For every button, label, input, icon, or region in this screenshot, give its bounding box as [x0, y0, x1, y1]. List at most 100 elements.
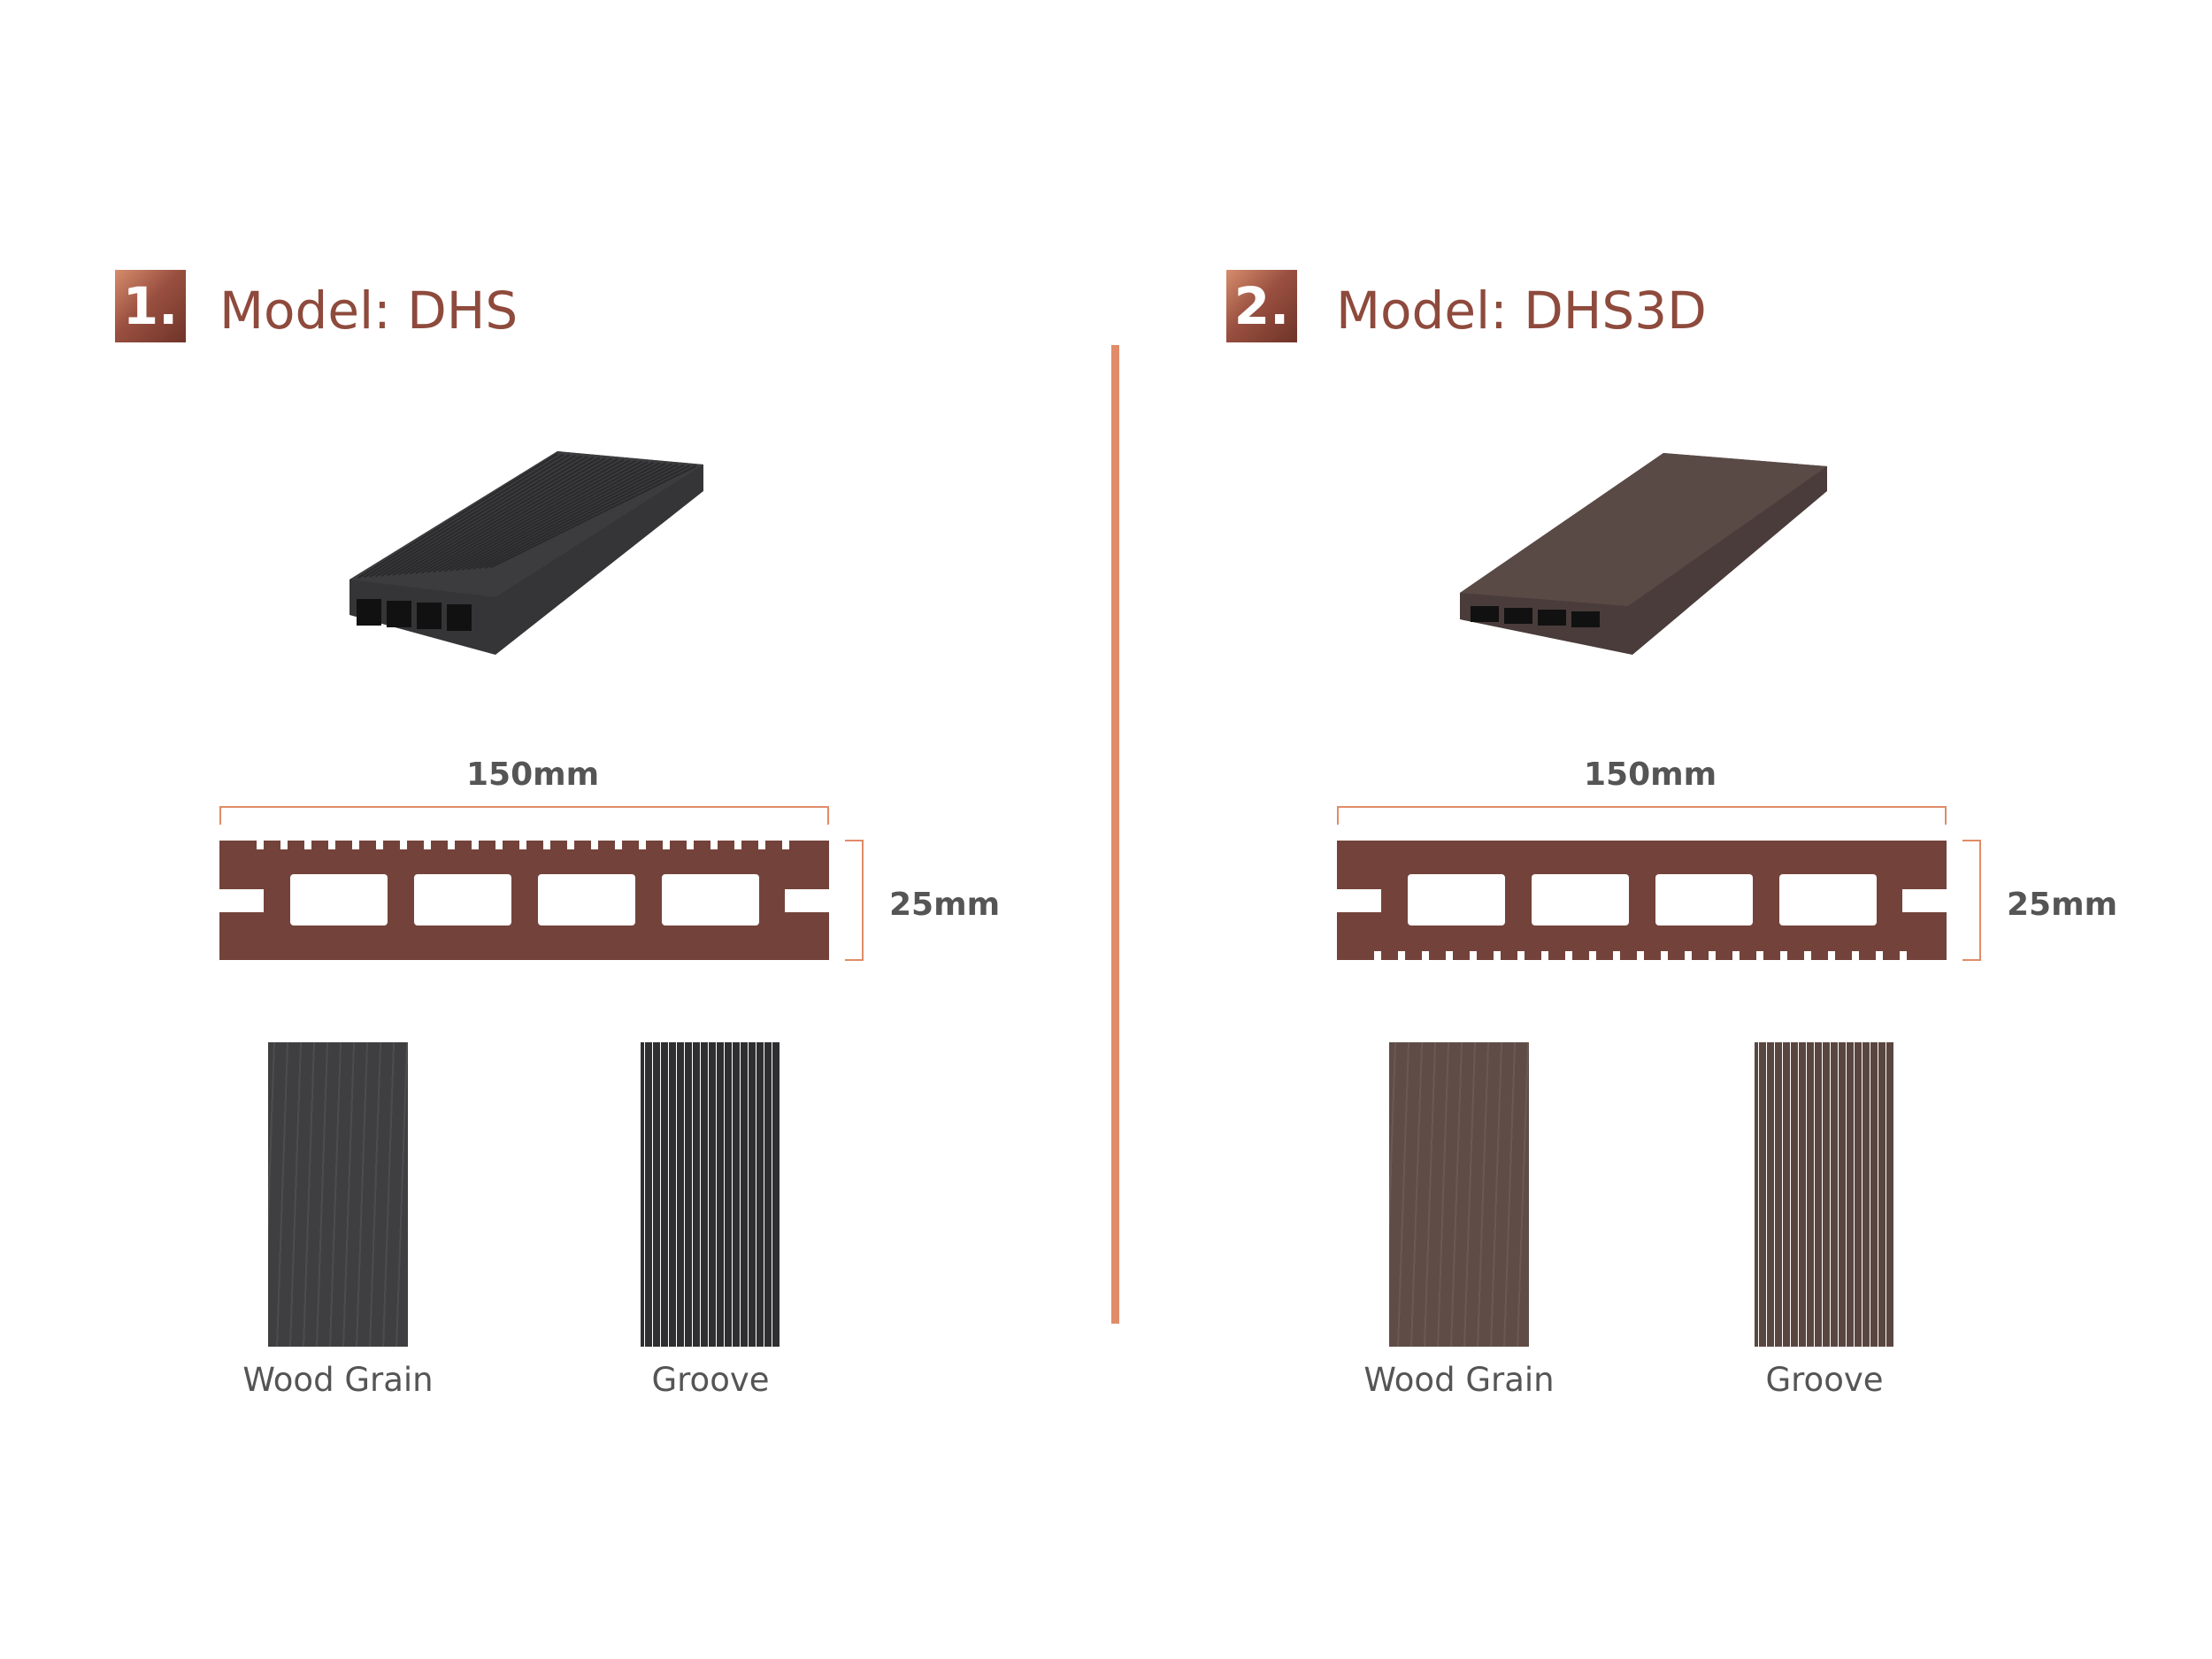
board-ridge [421, 458, 625, 574]
board-ridge [472, 464, 679, 570]
groove-tooth [1709, 951, 1716, 960]
finish-label: Groove [1765, 1361, 1884, 1399]
board-ridge [433, 459, 636, 573]
groove-tooth [424, 841, 431, 849]
groove-tooth [663, 841, 670, 849]
board-product-image [1460, 453, 1827, 655]
width-bracket [1337, 806, 1947, 825]
wood-grain-swatch [268, 1042, 408, 1347]
board-ridge [426, 459, 631, 573]
groove-tooth [1374, 951, 1381, 960]
groove-tooth [567, 841, 574, 849]
board-ridge [456, 462, 661, 572]
groove-tooth [1756, 951, 1763, 960]
groove-tooth [639, 841, 646, 849]
board-product-image [349, 451, 703, 655]
groove-tooth [615, 841, 622, 849]
side-notch [219, 889, 264, 912]
groove-tooth [1541, 951, 1548, 960]
board-ridge [369, 454, 571, 578]
hollow-chamber [1408, 874, 1505, 926]
groove-tooth [1422, 951, 1429, 960]
width-dimension-label: 150mm [466, 757, 600, 793]
hollow-chamber [1655, 874, 1753, 926]
groove-tooth [1780, 951, 1787, 960]
board-ridge [386, 456, 588, 577]
side-notch [1902, 889, 1947, 912]
groove-tooth [1637, 951, 1644, 960]
groove-tooth [1398, 951, 1405, 960]
board-ridge [484, 465, 691, 569]
groove-tooth [495, 841, 503, 849]
groove-tooth [543, 841, 550, 849]
board-ridge [403, 457, 606, 575]
board-ridge [380, 455, 582, 577]
groove-tooth [519, 841, 526, 849]
board-ridge [397, 457, 601, 576]
board-ridge [363, 453, 565, 579]
height-dimension-label: 25mm [889, 887, 1001, 923]
finish-label: Groove [651, 1361, 770, 1399]
hollow-chamber [1779, 874, 1877, 926]
board-ridge [357, 453, 558, 579]
hollow-chamber [290, 874, 388, 926]
groove-tooth [1876, 951, 1883, 960]
height-dimension-label: 25mm [2007, 887, 2118, 923]
groove-tooth [352, 841, 359, 849]
groove-swatch [1755, 1042, 1894, 1347]
groove-tooth [1470, 951, 1477, 960]
groove-tooth [782, 841, 789, 849]
board-ridge [374, 454, 576, 578]
side-notch [785, 889, 829, 912]
groove-tooth [687, 841, 694, 849]
board-ridge [461, 462, 666, 571]
groove-tooth [1613, 951, 1620, 960]
groove-tooth [1804, 951, 1811, 960]
board-ridge [479, 464, 685, 570]
groove-tooth [1852, 951, 1859, 960]
groove-tooth [1732, 951, 1740, 960]
groove-tooth [1565, 951, 1572, 960]
groove-tooth [734, 841, 741, 849]
groove-tooth [1494, 951, 1501, 960]
hollow-chamber [414, 874, 511, 926]
groove-tooth [328, 841, 335, 849]
hollow-chamber [1532, 874, 1629, 926]
width-dimension-label: 150mm [1584, 757, 1717, 793]
groove-swatch [641, 1042, 780, 1347]
groove-tooth [1685, 951, 1692, 960]
board-ridge [392, 456, 595, 576]
cross-section-profile [1337, 806, 1981, 961]
groove-tooth [710, 841, 718, 849]
model-number-badge: 1. [115, 270, 186, 342]
width-bracket [219, 806, 829, 825]
model-number-badge: 2. [1226, 270, 1297, 342]
groove-tooth [1828, 951, 1835, 960]
groove-tooth [280, 841, 288, 849]
groove-tooth [1661, 951, 1668, 960]
groove-tooth [1446, 951, 1453, 960]
section-divider [1111, 345, 1119, 1324]
groove-tooth [1900, 951, 1907, 960]
cross-section-profile [219, 806, 864, 961]
groove-tooth [591, 841, 598, 849]
groove-tooth [758, 841, 765, 849]
board-ridge [444, 461, 649, 572]
groove-tooth [376, 841, 383, 849]
model-title: Model: DHS3D [1336, 280, 1707, 341]
groove-tooth [400, 841, 407, 849]
height-bracket [845, 840, 864, 961]
groove-tooth [304, 841, 311, 849]
finish-label: Wood Grain [242, 1361, 434, 1399]
groove-tooth [1589, 951, 1596, 960]
height-bracket [1962, 840, 1981, 961]
groove-tooth [1517, 951, 1525, 960]
hollow-chamber [538, 874, 635, 926]
side-notch [1337, 889, 1381, 912]
board-ridge [438, 460, 642, 572]
board-ridge [449, 461, 655, 572]
groove-tooth [448, 841, 455, 849]
board-ridge [415, 458, 618, 574]
hollow-chamber [662, 874, 759, 926]
board-ridge [410, 457, 612, 575]
